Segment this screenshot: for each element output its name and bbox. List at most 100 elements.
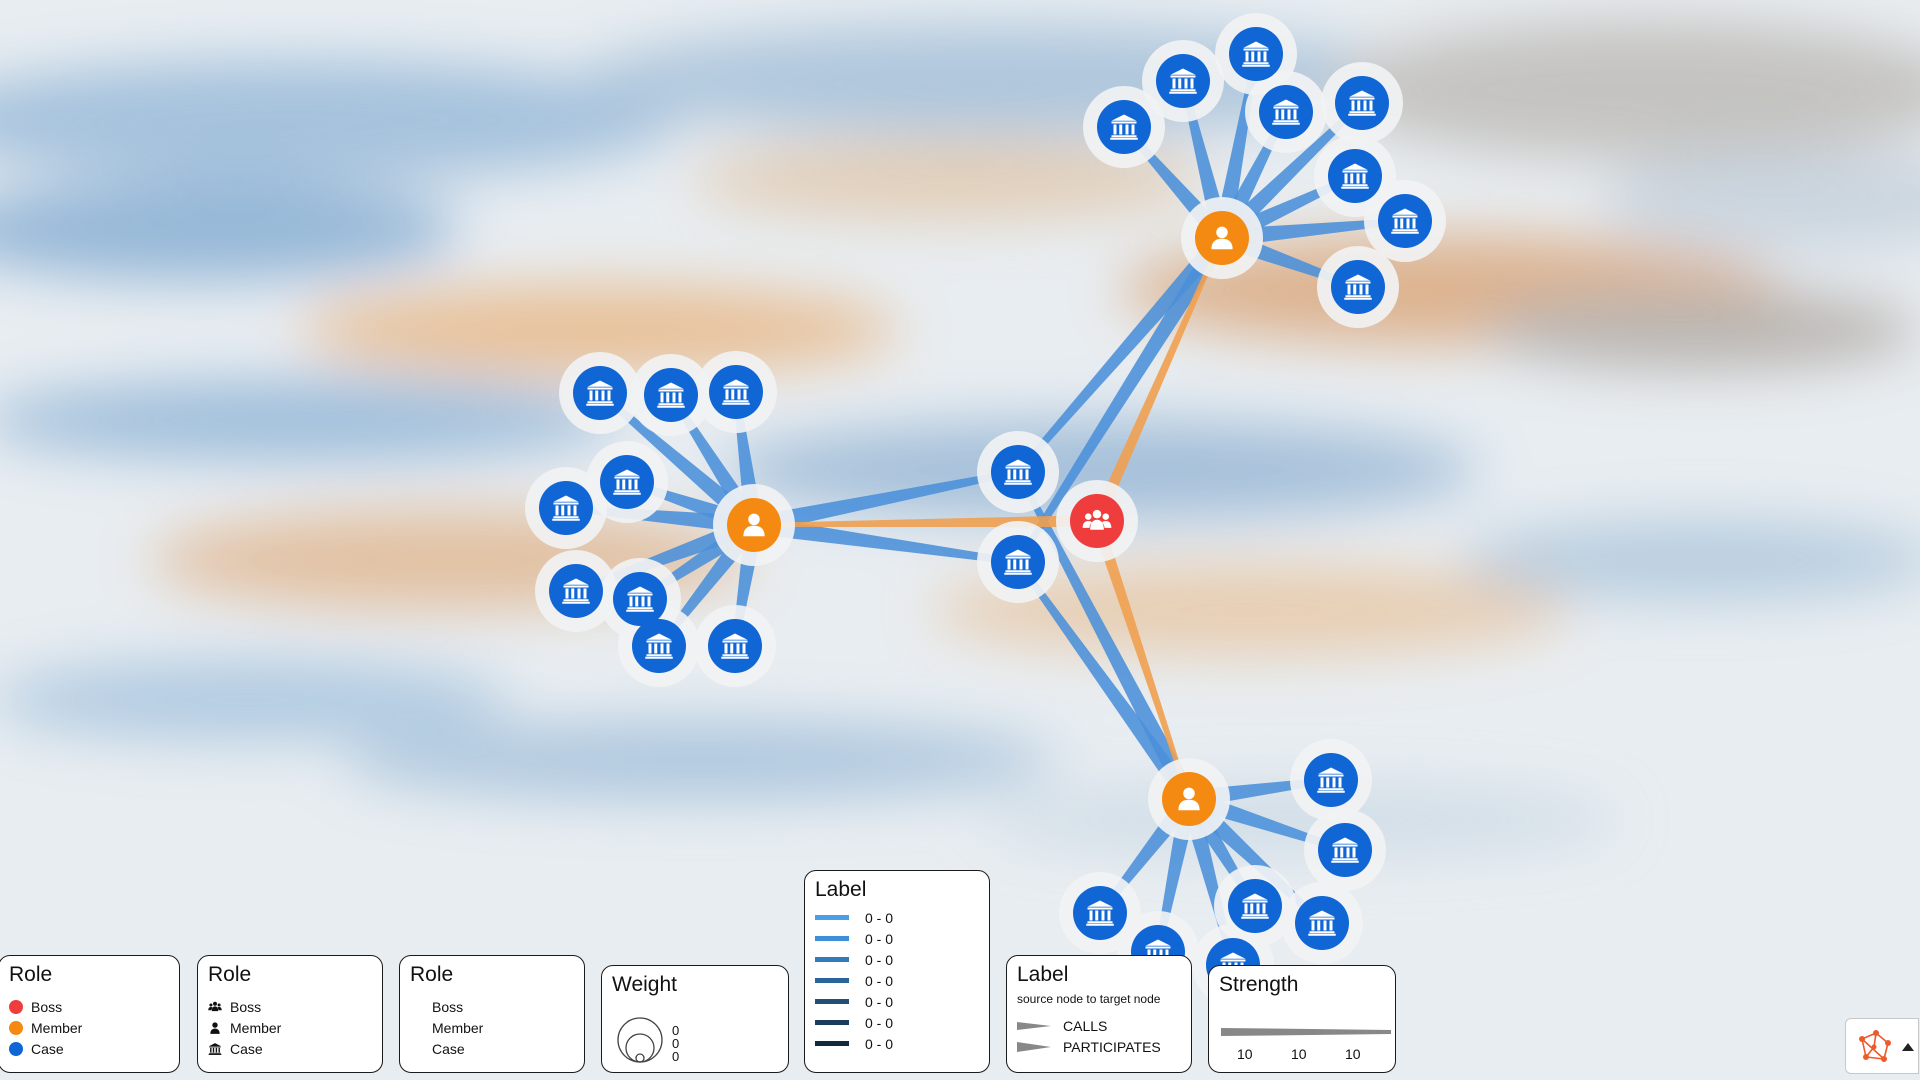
- legend-item-case: Case: [410, 1038, 574, 1059]
- case-node[interactable]: [1259, 85, 1313, 139]
- case-node[interactable]: [991, 535, 1045, 589]
- calls-edge[interactable]: [1221, 218, 1406, 247]
- node-circle[interactable]: [539, 481, 593, 535]
- calls-edge[interactable]: [1015, 560, 1197, 805]
- node-circle[interactable]: [573, 366, 627, 420]
- node-circle[interactable]: [613, 572, 667, 626]
- case-node[interactable]: [1318, 823, 1372, 877]
- node-circle[interactable]: [709, 365, 763, 419]
- weight-value: 0: [672, 1049, 680, 1064]
- case-node[interactable]: [1331, 260, 1385, 314]
- legend-item-participates: PARTICIPATES: [1017, 1036, 1181, 1057]
- case-node[interactable]: [708, 619, 762, 673]
- node-circle[interactable]: [600, 455, 654, 509]
- boss-node[interactable]: [1070, 494, 1124, 548]
- member-node[interactable]: [1162, 772, 1216, 826]
- node-circle[interactable]: [1328, 149, 1382, 203]
- node-circle[interactable]: [1259, 85, 1313, 139]
- node-circle[interactable]: [708, 619, 762, 673]
- node-circle[interactable]: [1073, 886, 1127, 940]
- legend-item-scale: 0 - 0: [815, 970, 979, 991]
- case-node[interactable]: [709, 365, 763, 419]
- case-node[interactable]: [632, 619, 686, 673]
- case-node[interactable]: [600, 455, 654, 509]
- case-node[interactable]: [991, 445, 1045, 499]
- graph-nodes: [539, 27, 1432, 992]
- case-node[interactable]: [1328, 149, 1382, 203]
- calls-edge[interactable]: [598, 390, 760, 532]
- node-circle[interactable]: [549, 564, 603, 618]
- weight-value: 0: [672, 1023, 680, 1038]
- case-node[interactable]: [1073, 886, 1127, 940]
- node-circle[interactable]: [1156, 54, 1210, 108]
- node-circle[interactable]: [632, 619, 686, 673]
- legend-title: Label: [815, 878, 867, 901]
- case-node[interactable]: [573, 366, 627, 420]
- node-circle[interactable]: [1295, 896, 1349, 950]
- node-circle[interactable]: [1331, 260, 1385, 314]
- case-node[interactable]: [1156, 54, 1210, 108]
- edge-color-swatch: [815, 936, 849, 941]
- calls-edge[interactable]: [1015, 233, 1230, 564]
- case-node[interactable]: [644, 368, 698, 422]
- calls-edge[interactable]: [1215, 100, 1365, 245]
- node-circle[interactable]: [644, 368, 698, 422]
- edge-color-swatch: [815, 1020, 849, 1025]
- legend-item-scale: 0 - 0: [815, 1012, 979, 1033]
- node-circle[interactable]: [1304, 753, 1358, 807]
- legend-title: Label: [1017, 963, 1069, 986]
- node-circle[interactable]: [1318, 823, 1372, 877]
- legend-item-member: Member: [9, 1017, 169, 1038]
- legend-strength: Strength 10 10 10: [1208, 965, 1396, 1073]
- arrow-right-icon: [1017, 1021, 1051, 1030]
- arrow-right-icon: [1017, 1041, 1051, 1052]
- case-node[interactable]: [1378, 194, 1432, 248]
- node-circle[interactable]: [1229, 27, 1283, 81]
- calls-edge[interactable]: [1015, 232, 1229, 474]
- case-node[interactable]: [613, 572, 667, 626]
- member-node[interactable]: [727, 498, 781, 552]
- legend-item-label: 0 - 0: [865, 951, 894, 968]
- case-node[interactable]: [1304, 753, 1358, 807]
- calls-edge[interactable]: [752, 516, 1019, 565]
- participates-edge[interactable]: [1091, 519, 1191, 800]
- legend-item-label: Case: [31, 1040, 64, 1057]
- node-circle[interactable]: [1335, 76, 1389, 130]
- edge-color-swatch: [815, 999, 849, 1004]
- node-circle[interactable]: [991, 535, 1045, 589]
- node-circle[interactable]: [991, 445, 1045, 499]
- node-circle[interactable]: [1097, 100, 1151, 154]
- edge-color-swatch: [815, 978, 849, 983]
- legend-item-label: Boss: [230, 998, 262, 1015]
- strength-bar-icon: [1221, 1028, 1391, 1036]
- node-circle[interactable]: [1378, 194, 1432, 248]
- strength-value: 10: [1345, 1046, 1361, 1062]
- case-node[interactable]: [1229, 27, 1283, 81]
- calls-edge[interactable]: [752, 469, 1019, 534]
- legend-item-label: Member: [432, 1019, 484, 1036]
- case-node[interactable]: [1228, 879, 1282, 933]
- bank-icon: [208, 1042, 222, 1055]
- legend-item-member: Member: [208, 1017, 372, 1038]
- case-node[interactable]: [539, 481, 593, 535]
- node-circle[interactable]: [1228, 879, 1282, 933]
- case-node[interactable]: [549, 564, 603, 618]
- member-node[interactable]: [1195, 211, 1249, 265]
- case-color-swatch: [9, 1041, 23, 1056]
- graph-network-icon[interactable]: [1854, 1027, 1894, 1067]
- participates-edge[interactable]: [1091, 237, 1224, 524]
- caret-up-icon[interactable]: [1902, 1043, 1914, 1051]
- legend-item-boss: Boss: [9, 996, 169, 1017]
- case-node[interactable]: [1335, 76, 1389, 130]
- legend-item-boss: Boss: [208, 996, 372, 1017]
- legend-title: Role: [9, 963, 53, 986]
- legend-item-label: Boss: [432, 998, 464, 1015]
- legend-item-label: Member: [31, 1019, 83, 1036]
- legend-item-scale: 0 - 0: [815, 991, 979, 1012]
- graph-settings-widget[interactable]: [1845, 1018, 1919, 1074]
- legend-role-icon: Role Boss Member Case: [197, 955, 383, 1073]
- case-node[interactable]: [1097, 100, 1151, 154]
- case-node[interactable]: [1295, 896, 1349, 950]
- calls-edge[interactable]: [1015, 470, 1197, 804]
